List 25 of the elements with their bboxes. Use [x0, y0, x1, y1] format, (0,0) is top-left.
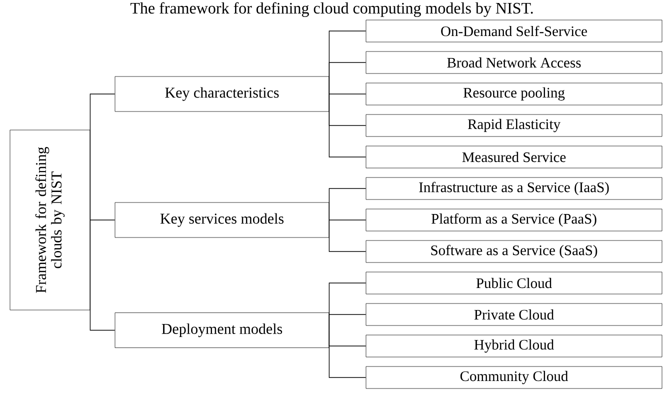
title: The framework for defining cloud computing models by NIST.: [130, 2, 533, 17]
root-box: Framework for defining clouds by NIST: [10, 130, 90, 310]
connector: [328, 62, 366, 94]
connector: [328, 94, 366, 158]
category-box: Key services models: [114, 202, 330, 238]
connector: [328, 220, 366, 252]
item-box: Software as a Service (SaaS): [366, 240, 662, 263]
connector: [90, 94, 116, 220]
item-box: Infrastructure as a Service (IaaS): [366, 177, 662, 200]
item-box: Private Cloud: [366, 303, 662, 326]
connector: [90, 220, 116, 331]
item-box: Community Cloud: [366, 366, 662, 389]
item-box: Public Cloud: [366, 272, 662, 294]
item-box: Rapid Elasticity: [366, 114, 662, 137]
item-box: Measured Service: [366, 146, 662, 168]
item-box: Platform as a Service (PaaS): [366, 208, 662, 232]
connector: [328, 314, 366, 331]
connector: [328, 188, 366, 220]
category-box: Key characteristics: [114, 76, 330, 112]
category-box: Deployment models: [114, 312, 330, 348]
item-box: Resource pooling: [366, 82, 662, 106]
item-box: Broad Network Access: [366, 51, 662, 74]
item-box: Hybrid Cloud: [366, 334, 662, 358]
connector: [328, 330, 366, 378]
item-box: On-Demand Self-Service: [366, 20, 662, 42]
